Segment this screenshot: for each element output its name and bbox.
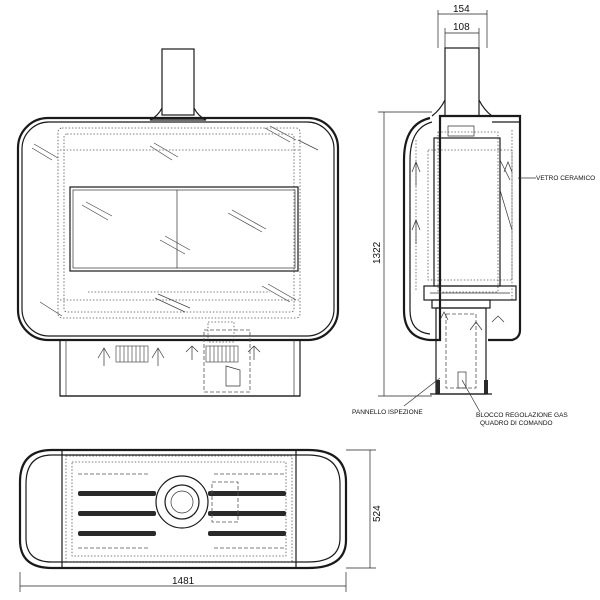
label-control-panel: QUADRO DI COMANDO <box>480 420 553 427</box>
top-flue-outer <box>155 475 209 529</box>
dim-depth: 524 <box>372 505 383 522</box>
dim-height: 1322 <box>372 241 383 264</box>
label-ceramic-glass: VETRO CERAMICO <box>536 175 595 182</box>
dim-flue-outer: 154 <box>453 4 470 15</box>
label-inspection-panel: PANNELLO ISPEZIONE <box>352 409 423 416</box>
front-vent-grille-right <box>205 345 239 363</box>
front-vent-grille-left <box>115 345 149 363</box>
top-view: 524 1481 <box>18 448 383 592</box>
front-base <box>59 339 301 397</box>
top-flue-inner <box>164 484 200 520</box>
dim-flue-inner: 108 <box>453 22 470 33</box>
front-view <box>16 48 340 397</box>
front-body-outline <box>16 116 340 342</box>
front-glass-window <box>69 186 299 272</box>
top-burner-bars <box>78 491 286 536</box>
top-body-outline <box>18 448 348 570</box>
label-gas-block: BLOCCO REGOLAZIONE GAS <box>476 412 568 419</box>
side-view: 154 108 <box>352 4 595 427</box>
side-base-column <box>435 307 487 395</box>
side-body-outline <box>402 114 522 342</box>
dim-width: 1481 <box>172 576 195 587</box>
